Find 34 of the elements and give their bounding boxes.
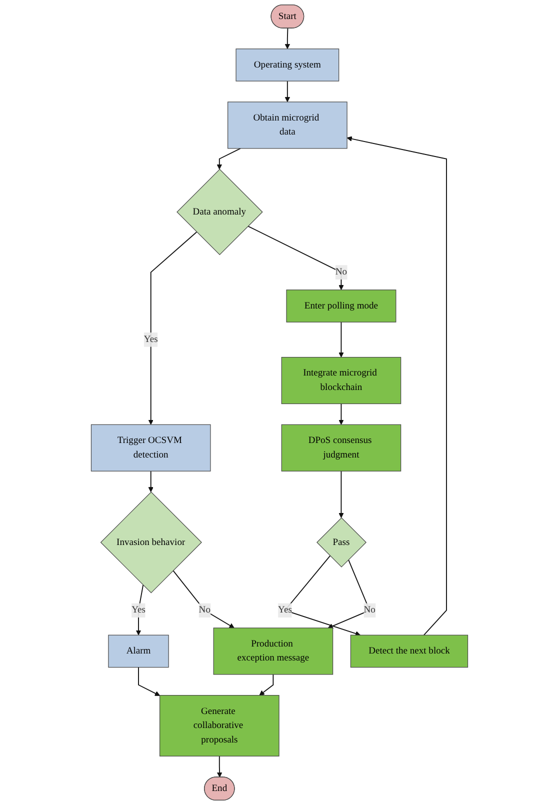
arrow xyxy=(216,148,241,170)
node-box: Generate collaborative proposals xyxy=(160,695,280,756)
edge-label: No xyxy=(335,266,348,278)
node-box: Enter polling mode xyxy=(286,290,396,322)
arrow xyxy=(338,322,344,358)
node-box: Integrate microgrid blockchain xyxy=(281,356,402,404)
node-diamond: Pass xyxy=(316,517,366,568)
arrow xyxy=(284,28,290,50)
node-box: Obtain microgrid data xyxy=(228,102,348,149)
arrow xyxy=(138,666,160,696)
arrow xyxy=(248,226,344,290)
node-diamond: Invasion behavior xyxy=(100,492,202,594)
arrow xyxy=(172,570,234,628)
arrow xyxy=(346,136,447,636)
node-box: Alarm xyxy=(108,634,169,668)
node-box: Detect the next block xyxy=(350,634,468,668)
node-box: DPoS consensus judgment xyxy=(281,424,402,472)
arrow xyxy=(136,584,144,636)
edge-label: Yes xyxy=(144,334,158,344)
node-diamond: Data anomaly xyxy=(176,168,263,256)
node-box: Production exception message xyxy=(213,628,334,675)
arrow xyxy=(259,674,274,696)
node-box: Trigger OCSVM detection xyxy=(90,424,211,472)
arrow xyxy=(338,403,344,425)
edge-label: Yes xyxy=(278,605,292,616)
edge-label: No xyxy=(198,605,210,616)
arrow xyxy=(148,232,198,425)
edge-label: Yes xyxy=(132,605,146,616)
arrow xyxy=(148,470,154,492)
edge-label: No xyxy=(364,605,376,616)
arrow xyxy=(338,470,344,518)
arrow xyxy=(216,756,222,778)
arrow xyxy=(284,80,290,102)
node-box: Operating system xyxy=(236,48,340,82)
